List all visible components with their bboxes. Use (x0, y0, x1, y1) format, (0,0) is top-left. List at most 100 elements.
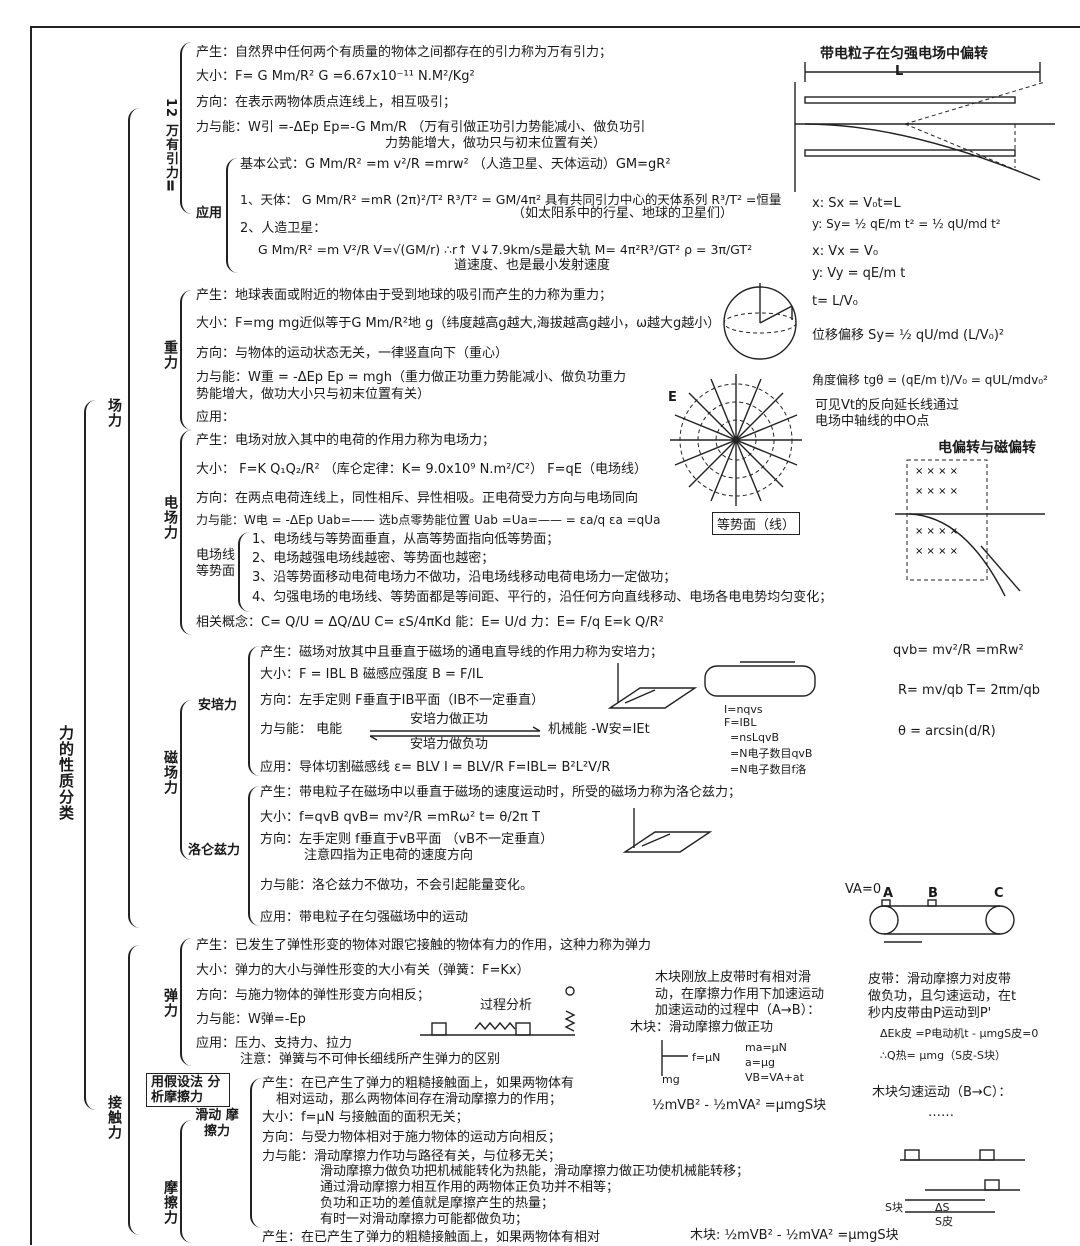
elastic-cause: 产生：已发生了弹性形变的物体对跟它接触的物体有力的作用，这种力称为弹力 (196, 938, 652, 953)
field-label: 场力 (106, 398, 122, 428)
lorentz-energy: 力与能：洛仑兹力不做功，不会引起能量变化。 (260, 878, 534, 893)
deflection-vy-eq: y: Vy = qE/m t (812, 266, 906, 281)
belt-bottom-eq: 木块: ½mVB² - ½mVA² =μmgS块 (690, 1228, 899, 1243)
lorentz-magnitude: 大小：f=qvB qvB= mv²/R =mRω² t= θ/2π T (260, 810, 540, 825)
svg-text:× × × ×: × × × × (915, 486, 958, 497)
friction-note-3: 负功和正功的差值就是摩擦产生的热量； (320, 1196, 555, 1211)
electric-line-3: 3、沿等势面移动电荷电场力不做功，沿电场线移动电荷电场力一定做功； (252, 570, 677, 585)
belt-belt-2: 做负功，且匀速运动，在t (868, 989, 1017, 1004)
belt-block: 木块：滑动摩擦力做正功 (630, 1020, 774, 1035)
sliding-brace (250, 1078, 262, 1228)
gravity-energy-2: 势能增大，做功大小只与初末位置有关） (196, 387, 431, 402)
belt-work: ½mVB² - ½mVA² =μmgS块 (652, 1098, 827, 1113)
magnetic-brace (180, 700, 194, 860)
deflection-t-eq: t= L/V₀ (812, 294, 858, 309)
deflection-note-2: 电场中轴线的中O点 (815, 414, 930, 429)
mag-eq-2: R= mv/qb T= 2πm/qb (898, 683, 1041, 698)
magnetic-title: 磁场力 (162, 750, 178, 795)
field-E-label: E (668, 390, 677, 405)
gravitation-celestial-note: （如太阳系中的行星、地球的卫星们） (512, 206, 734, 221)
belt-belt-5: ∴Q热= μmg（S皮-S块） (880, 1049, 1007, 1062)
gravitation-cause: 产生：自然界中任何两个有质量的物体之间都存在的引力称为万有引力； (196, 45, 613, 60)
ampere-energy-right: 机械能 -W安=IEt (548, 722, 650, 737)
gravitation-magnitude: 大小：F= G Mm/R² G =6.67x10⁻¹¹ N.M²/Kg² (196, 69, 475, 84)
belt-belt-4: ΔEk皮 =P电动机t - μmgS皮=0 (880, 1027, 1039, 1040)
electric-title: 电场力 (162, 495, 178, 540)
ampere-label: 安培力 (198, 698, 238, 713)
lorentz-brace (248, 786, 260, 926)
friction-magnitude: 大小：f=μN 与接触面的面积无关； (262, 1110, 469, 1125)
equipotential-label: 等势面（线） (712, 512, 801, 535)
ampere-energy-top: 安培力做正功 (410, 712, 489, 727)
friction-bottom: 产生：在已产生了弹力的粗糙接触面上，如果两物体有相对 (262, 1230, 601, 1245)
lorentz-cause: 产生：带电粒子在磁场中以垂直于磁场的速度运动时，所受的磁场力称为洛仑兹力； (260, 785, 742, 800)
gravitation-energy-1: 力与能：W引 =-ΔEp Ep=-G Mm/R （万有引做正功引力势能减小、做负… (196, 120, 646, 135)
elastic-brace (180, 938, 194, 1066)
eb-title: 电偏转与磁偏转 (938, 440, 1036, 456)
deflection-y-eq: y: Sy= ½ qE/m t² = ½ qU/md t² (812, 217, 1001, 231)
gravity-brace (180, 290, 194, 430)
deflection-x-eq: x: Sx = V₀t=L (812, 196, 901, 211)
mag-eq-1: qvb= mv²/R =mRw² (893, 643, 1024, 658)
belt-sp: S皮 (935, 1215, 953, 1228)
deflection-diagram (794, 62, 1055, 192)
ampere-force-diagram (607, 663, 698, 709)
friction-energy: 力与能：滑动摩擦力作功与路径有关，与位移无关； (262, 1149, 562, 1164)
gravitation-sat-note: 道速度、也是最小发射速度 (454, 258, 611, 273)
ampere-micro-5: =N电子数目f洛 (730, 763, 807, 776)
belt-desc-3: 加速运动的过程中（A→B）： (655, 1003, 821, 1018)
gravitation-title: 12 万有引力Ⅱ (163, 98, 178, 196)
gravitation-celestial: 1、天体： G Mm/R² =mR (2π)²/T² R³/T² = GM/4π… (240, 192, 782, 207)
friction-note-1: 滑动摩擦力做负功把机械能转化为热能，滑动摩擦力做正功使机械能转移； (320, 1164, 750, 1179)
application-brace (226, 158, 238, 273)
electric-brace (180, 430, 194, 635)
belt-ds: ΔS (935, 1201, 950, 1214)
electric-line-4: 4、匀强电场的电场线、等势面都是等间距、平行的，沿任何方向直线移动、电场各电电势… (252, 590, 833, 605)
ampere-micro-1: I=nqvs (724, 703, 763, 716)
deflection-L: L (895, 64, 904, 79)
elastic-title: 弹力 (162, 988, 178, 1018)
gravitation-brace (180, 42, 194, 214)
elastic-direction: 方向：与施力物体的弹性形变方向相反； (196, 988, 431, 1003)
elastic-energy: 力与能：W弹=-Ep (196, 1012, 306, 1027)
belt-v0: VA=0 (845, 882, 882, 897)
field-lines-diagram (670, 374, 802, 506)
deflection-angle: 角度偏移 tgθ = (qE/m t)/V₀ = qUL/mdv₀² (812, 373, 1048, 387)
gravitation-satellite: 2、人造卫星： (240, 221, 327, 236)
gravitation-energy-2: 力势能增大，做功只与初末位置有关） (385, 136, 607, 151)
lorentz-direction-note: 注意四指为正电荷的速度方向 (304, 848, 474, 863)
belt-mg: mg (662, 1073, 680, 1086)
belt-eq-2: a=μg (745, 1056, 775, 1069)
friction-hypothesis: 用假设法 分析摩擦力 (146, 1073, 230, 1107)
lorentz-label: 洛仑兹力 (188, 843, 241, 858)
electric-direction: 方向：在两点电荷连线上，同性相斥、异性相吸。正电荷受力方向与电场同向 (196, 491, 639, 506)
ampere-brace (248, 646, 260, 776)
ampere-direction: 方向：左手定则 F垂直于IB平面（IB不一定垂直） (260, 693, 545, 708)
friction-note-2: 通过滑动摩擦力相互作用的两物体正负功并不相等； (320, 1180, 620, 1195)
belt-eq-1: ma=μN (745, 1041, 787, 1054)
svg-text:× × × ×: × × × × (915, 526, 958, 537)
belt-desc-2: 动，在摩擦力作用下加速运动 (655, 987, 825, 1002)
ampere-energy-bottom: 安培力做负功 (410, 737, 489, 752)
belt-eq-3: VB=VA+at (745, 1071, 804, 1084)
ampere-application: 应用：导体切割磁感线 ε= BLV I = BLV/R F=IBL= B²L²V… (260, 760, 611, 775)
electric-related: 相关概念：C= Q/U = ΔQ/ΔU C= εS/4πKd 能：E= U/d … (196, 615, 664, 630)
ampere-magnitude: 大小：F = IBL B 磁感应强度 B = F/IL (260, 667, 483, 682)
belt-desc-1: 木块刚放上皮带时有相对滑 (655, 970, 812, 985)
gravity-application: 应用： (196, 410, 236, 425)
mag-eq-3: θ = arcsin(d/R) (898, 724, 996, 739)
belt-C: C (994, 886, 1004, 901)
electric-line-1: 1、电场线与等势面垂直，从高等势面指向低等势面； (252, 532, 560, 547)
friction-sliding-label: 滑动 摩擦力 (195, 1108, 239, 1139)
ampere-micro-2: F=IBL (724, 716, 757, 729)
gravity-title: 重力 (162, 340, 178, 370)
elastic-application: 应用：压力、支持力、拉力 (196, 1036, 353, 1051)
svg-text:× × × ×: × × × × (915, 466, 958, 477)
electric-lines-label: 电场线 等势面 (196, 548, 236, 579)
friction-brace (180, 1120, 194, 1243)
belt-diagram (869, 899, 1015, 943)
lines-brace (238, 532, 250, 612)
gravity-cause: 产生：地球表面或附近的物体由于受到地球的吸引而产生的力称为重力； (196, 288, 613, 303)
ampere-micro-3: =nsLqvB (730, 731, 780, 744)
root-brace (84, 400, 100, 1110)
